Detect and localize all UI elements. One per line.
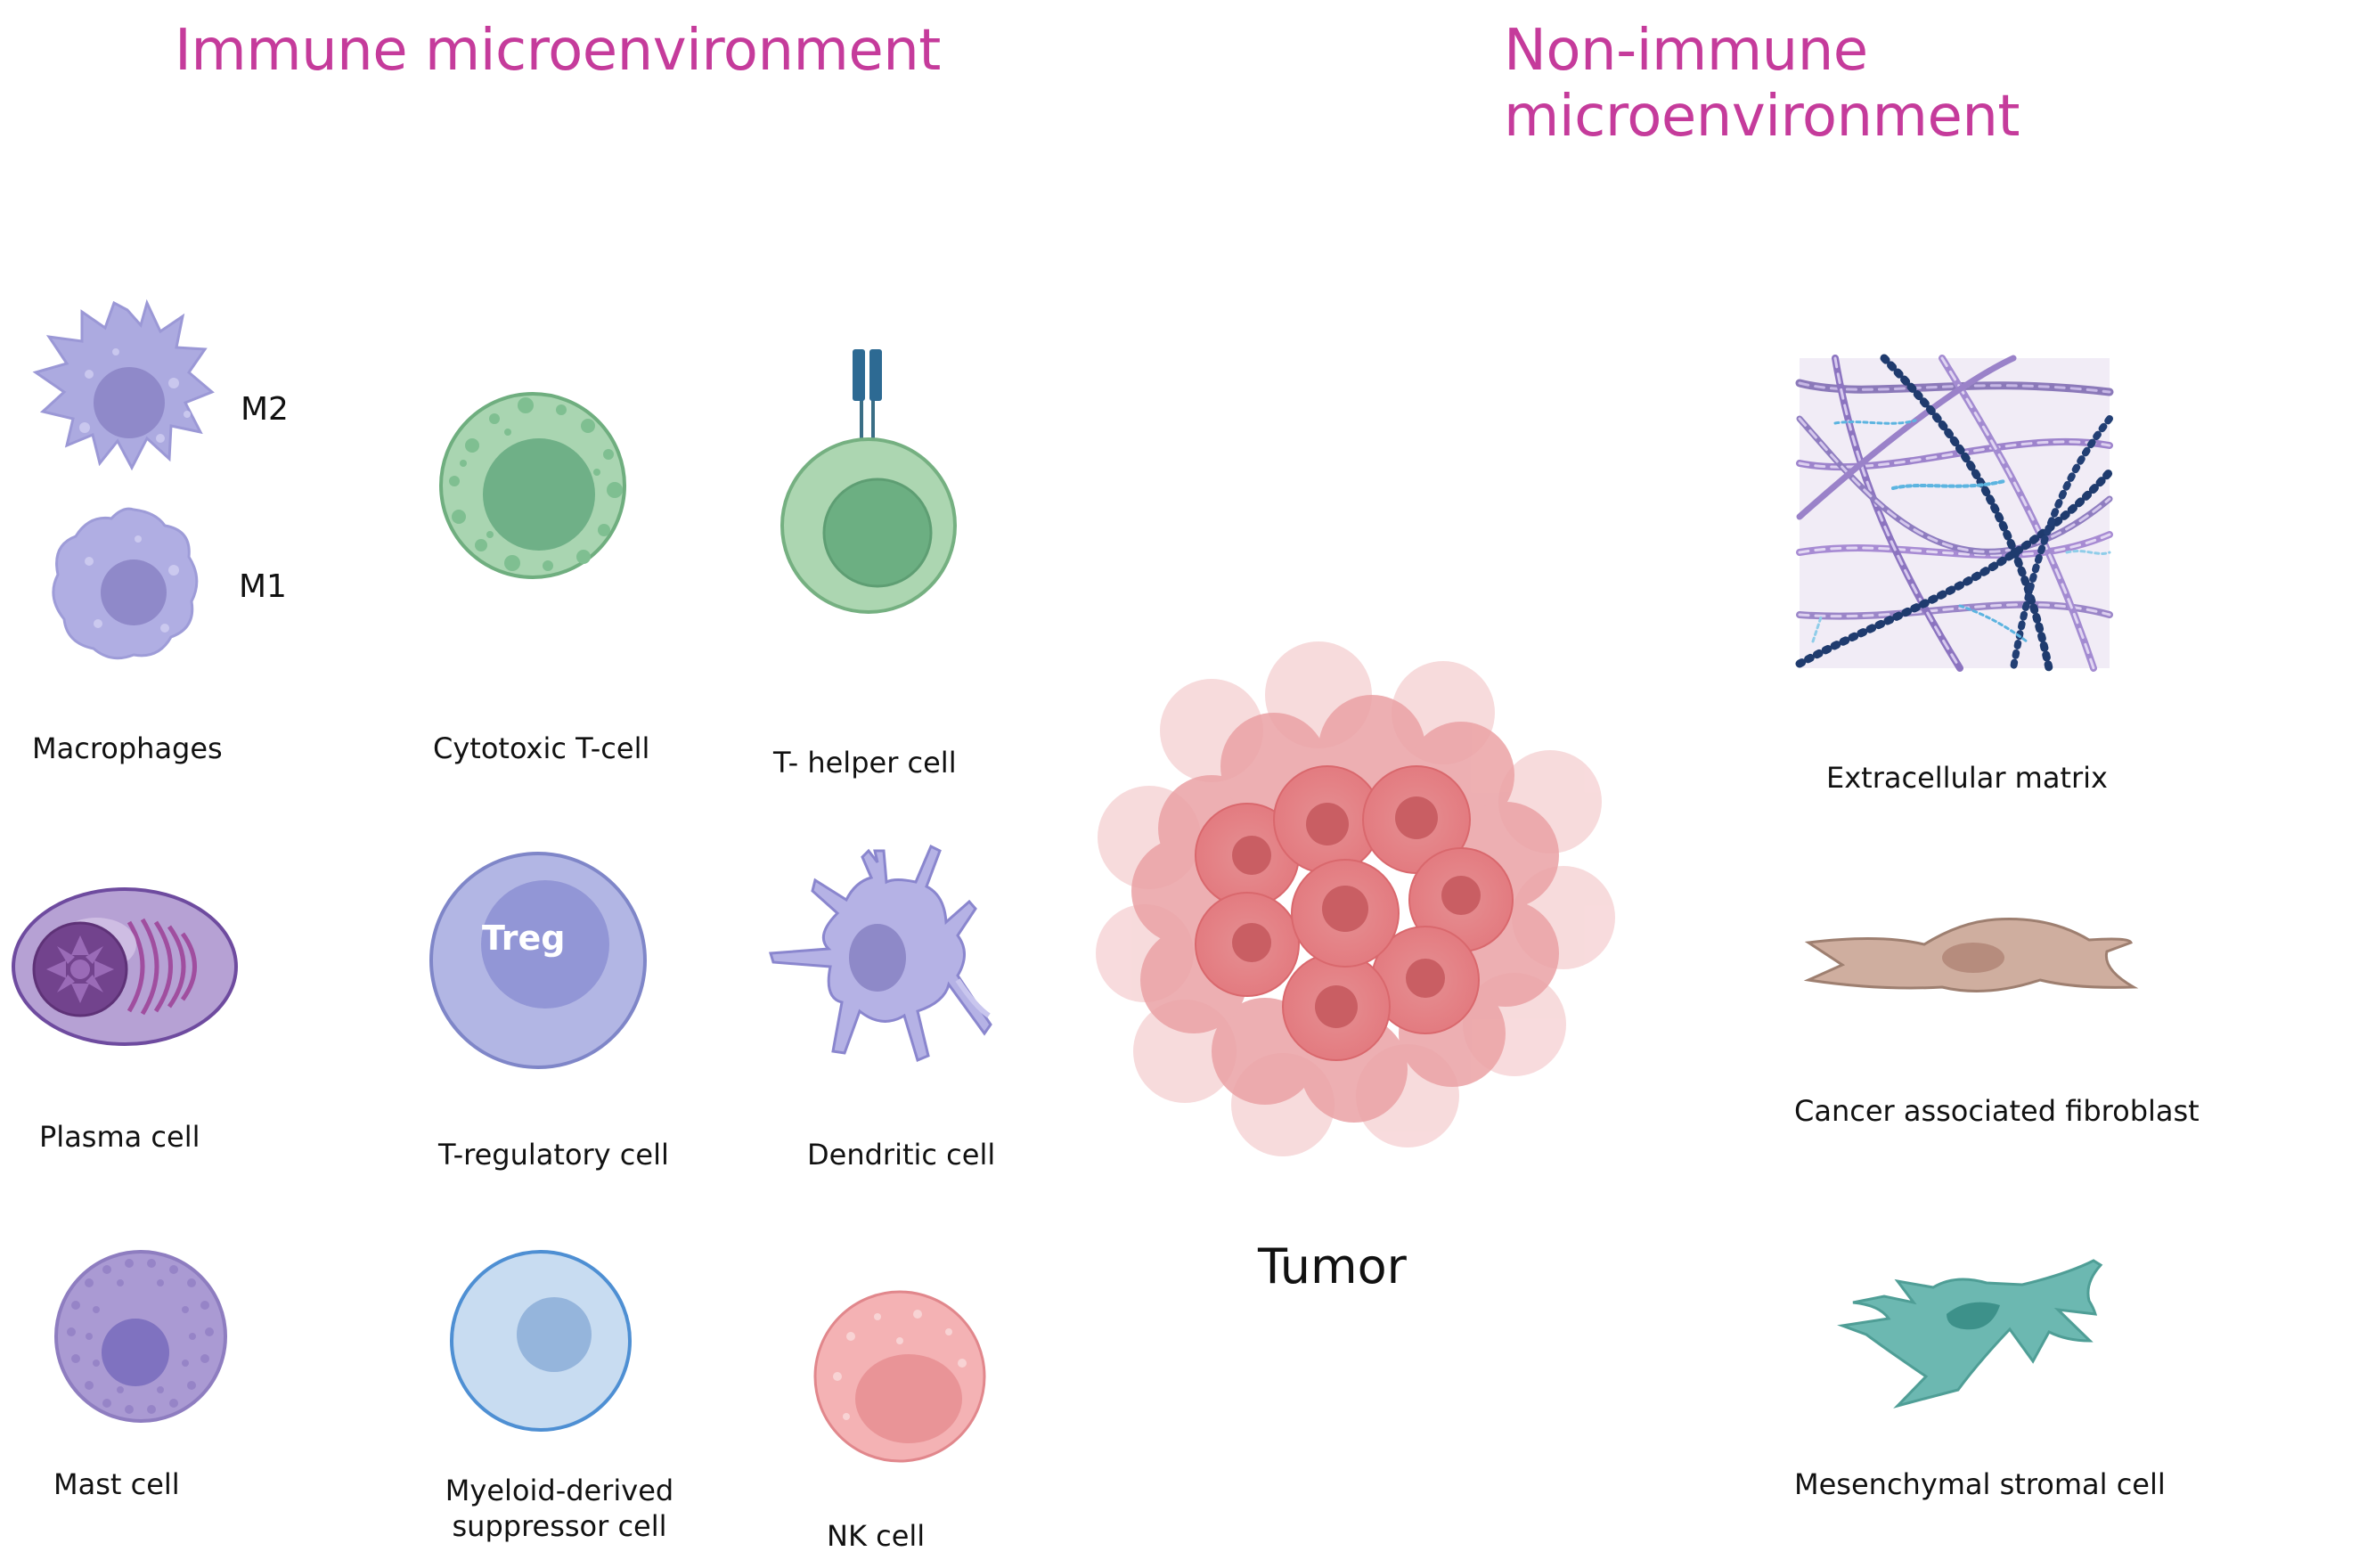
m1-label: M1 xyxy=(239,568,287,605)
plasma-cell-icon xyxy=(12,887,238,1046)
cytotoxic-t-cell-label: Cytotoxic T-cell xyxy=(433,731,650,765)
nk-cell-label: NK cell xyxy=(827,1519,926,1553)
fibroblast-icon xyxy=(1803,918,2139,992)
ecm-label: Extracellular matrix xyxy=(1826,761,2108,795)
plasma-cell-label: Plasma cell xyxy=(39,1120,200,1154)
m1-macrophage-icon xyxy=(52,507,199,660)
t-regulatory-cell-icon xyxy=(429,852,647,1069)
macrophages-label: Macrophages xyxy=(32,731,223,765)
mast-cell-label: Mast cell xyxy=(53,1467,180,1501)
nk-cell-icon xyxy=(813,1290,986,1463)
t-helper-cell-label: T- helper cell xyxy=(773,746,957,780)
msc-label: Mesenchymal stromal cell xyxy=(1794,1467,2166,1501)
msc-icon xyxy=(1837,1259,2103,1409)
extracellular-matrix-icon xyxy=(1795,354,2114,673)
m2-label: M2 xyxy=(241,391,289,428)
dendritic-cell-icon xyxy=(769,844,992,1063)
mast-cell-icon xyxy=(54,1250,227,1423)
m2-macrophage-icon xyxy=(32,298,215,471)
t-regulatory-cell-label: T-regulatory cell xyxy=(438,1138,669,1172)
immune-heading: Immune microenvironment xyxy=(175,18,941,84)
tumor-icon xyxy=(1096,641,1615,1156)
treg-badge: Treg xyxy=(482,919,566,958)
cytotoxic-t-cell-icon xyxy=(439,392,626,579)
mdsc-label-line1: Myeloid-derived xyxy=(445,1474,674,1507)
dendritic-cell-label: Dendritic cell xyxy=(807,1138,996,1172)
non-immune-heading: Non-immune microenvironment xyxy=(1504,18,2020,150)
tumor-label: Tumor xyxy=(1258,1238,1407,1294)
mdsc-label-line2: suppressor cell xyxy=(452,1509,667,1543)
caf-label: Cancer associated fibroblast xyxy=(1794,1094,2200,1128)
mdsc-icon xyxy=(450,1250,632,1432)
t-helper-cell-icon xyxy=(780,349,957,614)
